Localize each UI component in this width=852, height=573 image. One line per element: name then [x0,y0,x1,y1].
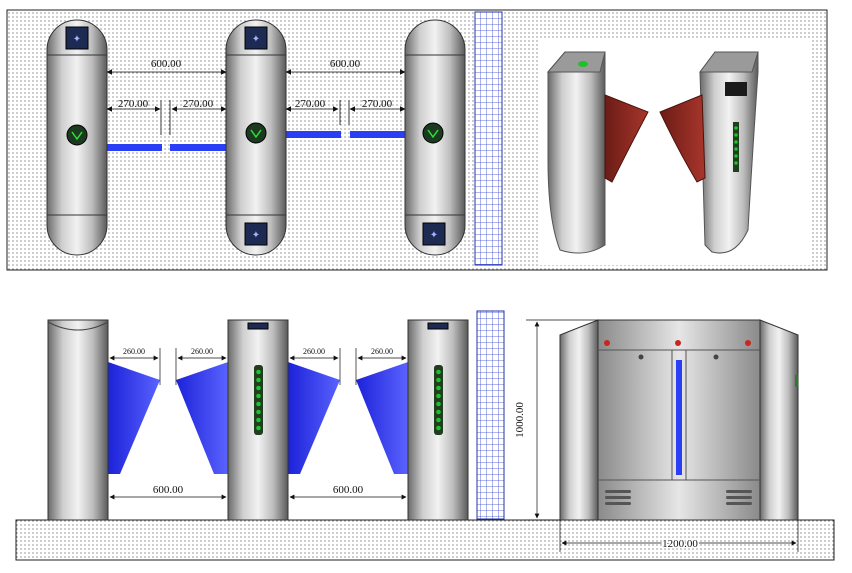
dim-gap-4: 270.00 [362,98,393,110]
card-reader-icon [244,26,268,50]
dim-pitch-left: 600.00 [151,58,182,70]
flap [108,362,160,474]
dim-gap-3: 270.00 [295,98,326,110]
svg-text:✦: ✦ [430,230,438,241]
side-dimensions [526,319,799,552]
separator-grid [474,11,503,266]
front-cabinet-right [407,319,469,521]
top-dimensions [106,69,406,135]
led-strip [733,122,739,172]
flap [288,362,340,474]
flap [356,362,408,474]
dim-flap-4: 260.00 [371,347,393,356]
dim-lane-left: 600.00 [153,484,184,496]
svg-text:✦: ✦ [252,34,260,45]
dim-lane-right: 600.00 [333,484,364,496]
arrow-indicator-icon [422,122,444,144]
dim-length: 1200.00 [662,538,698,550]
side-view-cabinet [559,319,799,521]
svg-text:✦: ✦ [73,34,81,45]
dim-gap-1: 270.00 [118,98,149,110]
led-strip [254,365,263,435]
lane-bar [286,131,341,138]
separator-grid [476,310,505,520]
dim-flap-1: 260.00 [123,347,145,356]
front-flaps [108,362,408,474]
arrow-indicator-icon [66,124,88,146]
top-cabinet-left: ✦ [46,19,108,256]
vent-left [605,490,631,505]
card-reader-icon [725,82,747,96]
lane-bar [170,144,226,151]
card-reader-icon [65,26,89,50]
indicator-light [604,340,610,346]
card-reader-icon [422,222,446,246]
lane-bar [107,144,162,151]
floor-base [15,519,835,561]
front-cabinet-left [47,319,109,521]
flap [176,362,228,474]
dim-gap-2: 270.00 [183,98,214,110]
top-cabinet-middle: ✦ ✦ [225,19,287,256]
lane-bar [350,131,406,138]
indicator-light [675,340,681,346]
lane-bars [107,131,406,151]
side-blue-panel [676,360,682,475]
vent-right [726,490,752,505]
arrow-indicator-icon [245,122,267,144]
front-dimensions [109,348,407,500]
front-cabinet-middle [227,319,289,521]
dim-flap-3: 260.00 [303,347,325,356]
dim-flap-2: 260.00 [191,347,213,356]
dim-pitch-right: 600.00 [330,58,361,70]
top-cabinet-right: ✦ [404,19,466,256]
svg-text:✦: ✦ [252,230,260,241]
led-strip [434,365,443,435]
dim-height: 1000.00 [514,402,526,438]
product-photo [538,40,810,265]
indicator-light [745,340,751,346]
card-reader-icon [244,222,268,246]
